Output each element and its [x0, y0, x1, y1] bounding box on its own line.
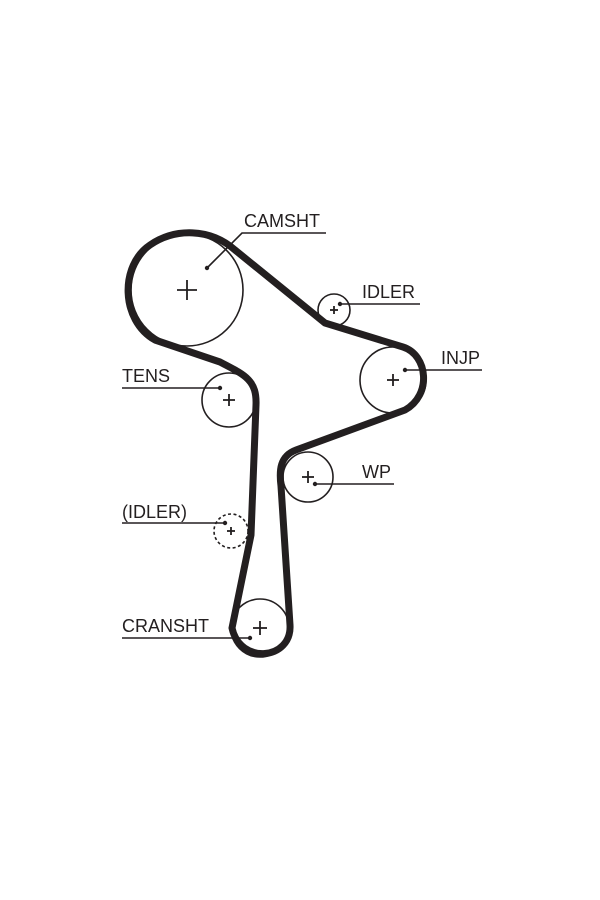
injection-pump-pulley	[359, 346, 427, 414]
optional-idler-pulley	[213, 513, 249, 549]
tensioner-label: TENS	[122, 366, 170, 386]
idler-top-pulley	[317, 293, 351, 327]
idler-top-label: IDLER	[362, 282, 415, 302]
camshaft-label: CAMSHT	[244, 211, 320, 231]
crankshaft-label: CRANSHT	[122, 616, 209, 636]
camshaft-pulley	[130, 233, 244, 347]
leader-lines	[122, 232, 482, 641]
camshaft-leader	[206, 232, 326, 269]
crankshaft-pulley	[230, 598, 290, 658]
water-pump-pulley	[282, 451, 334, 503]
optional-idler-label: (IDLER)	[122, 502, 187, 522]
tensioner-pulley	[201, 372, 257, 428]
injection-pump-label: INJP	[441, 348, 480, 368]
water-pump-label: WP	[362, 462, 391, 482]
